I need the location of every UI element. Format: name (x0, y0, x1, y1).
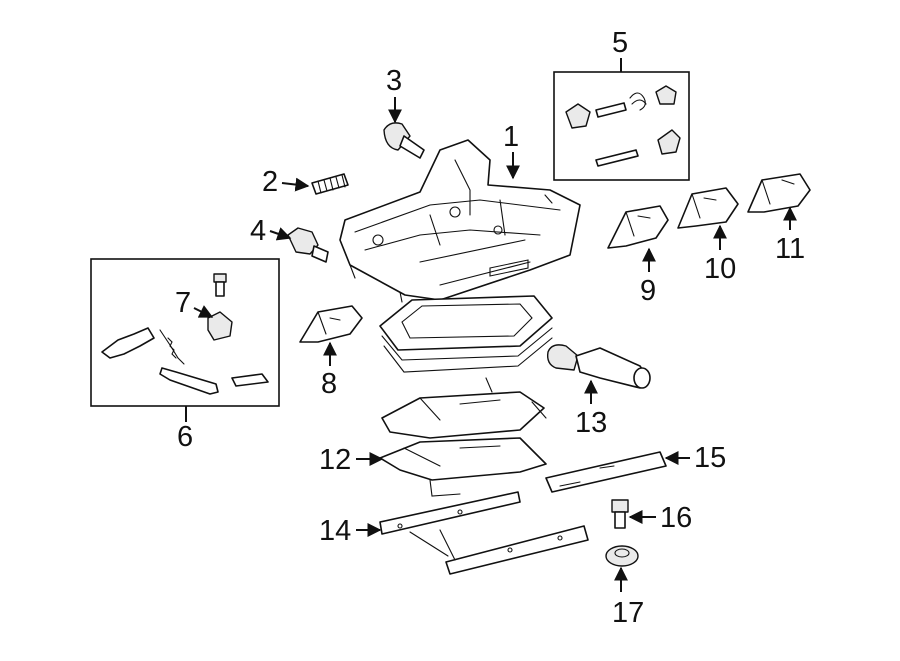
part-15-rail-cover[interactable] (545, 451, 667, 493)
leader-2 (281, 177, 310, 192)
callout-6: 6 (177, 421, 193, 453)
part-4-fitting[interactable] (287, 227, 329, 263)
part-12-adjuster[interactable] (379, 377, 547, 497)
part-13-motor[interactable] (546, 344, 651, 389)
callout-10: 10 (704, 253, 736, 285)
callout-9: 9 (640, 275, 656, 307)
part-6-kit[interactable] (90, 258, 280, 407)
part-1-seat-frame[interactable] (339, 139, 581, 303)
callout-8: 8 (321, 368, 337, 400)
part-14-track-frame[interactable] (379, 491, 589, 575)
callout-4: 4 (250, 215, 266, 247)
part-16-bolt[interactable] (611, 499, 629, 529)
callout-17: 17 (612, 597, 644, 629)
callout-7: 7 (175, 287, 191, 319)
part-17-nut[interactable] (605, 545, 639, 567)
part-3-knob[interactable] (383, 122, 425, 159)
part-9-cover[interactable] (607, 205, 669, 249)
part-5-kit[interactable] (553, 71, 690, 181)
callout-1: 1 (503, 121, 519, 153)
callout-15: 15 (694, 442, 726, 474)
leader-4 (269, 227, 292, 241)
part-11-cover[interactable] (747, 173, 811, 213)
callout-11: 11 (775, 233, 805, 265)
part-10-cover[interactable] (677, 187, 739, 229)
callout-12: 12 (319, 444, 351, 476)
callout-2: 2 (262, 166, 278, 198)
callout-3: 3 (386, 65, 402, 97)
part-7-clip[interactable] (207, 311, 233, 341)
part-2-spring[interactable] (311, 173, 349, 195)
leader-7 (193, 305, 214, 318)
part-8-cover[interactable] (299, 305, 363, 343)
callout-16: 16 (660, 502, 692, 534)
callout-5: 5 (612, 27, 628, 59)
cushion-pan[interactable] (379, 295, 553, 373)
callout-14: 14 (319, 515, 351, 547)
callout-13: 13 (575, 407, 607, 439)
